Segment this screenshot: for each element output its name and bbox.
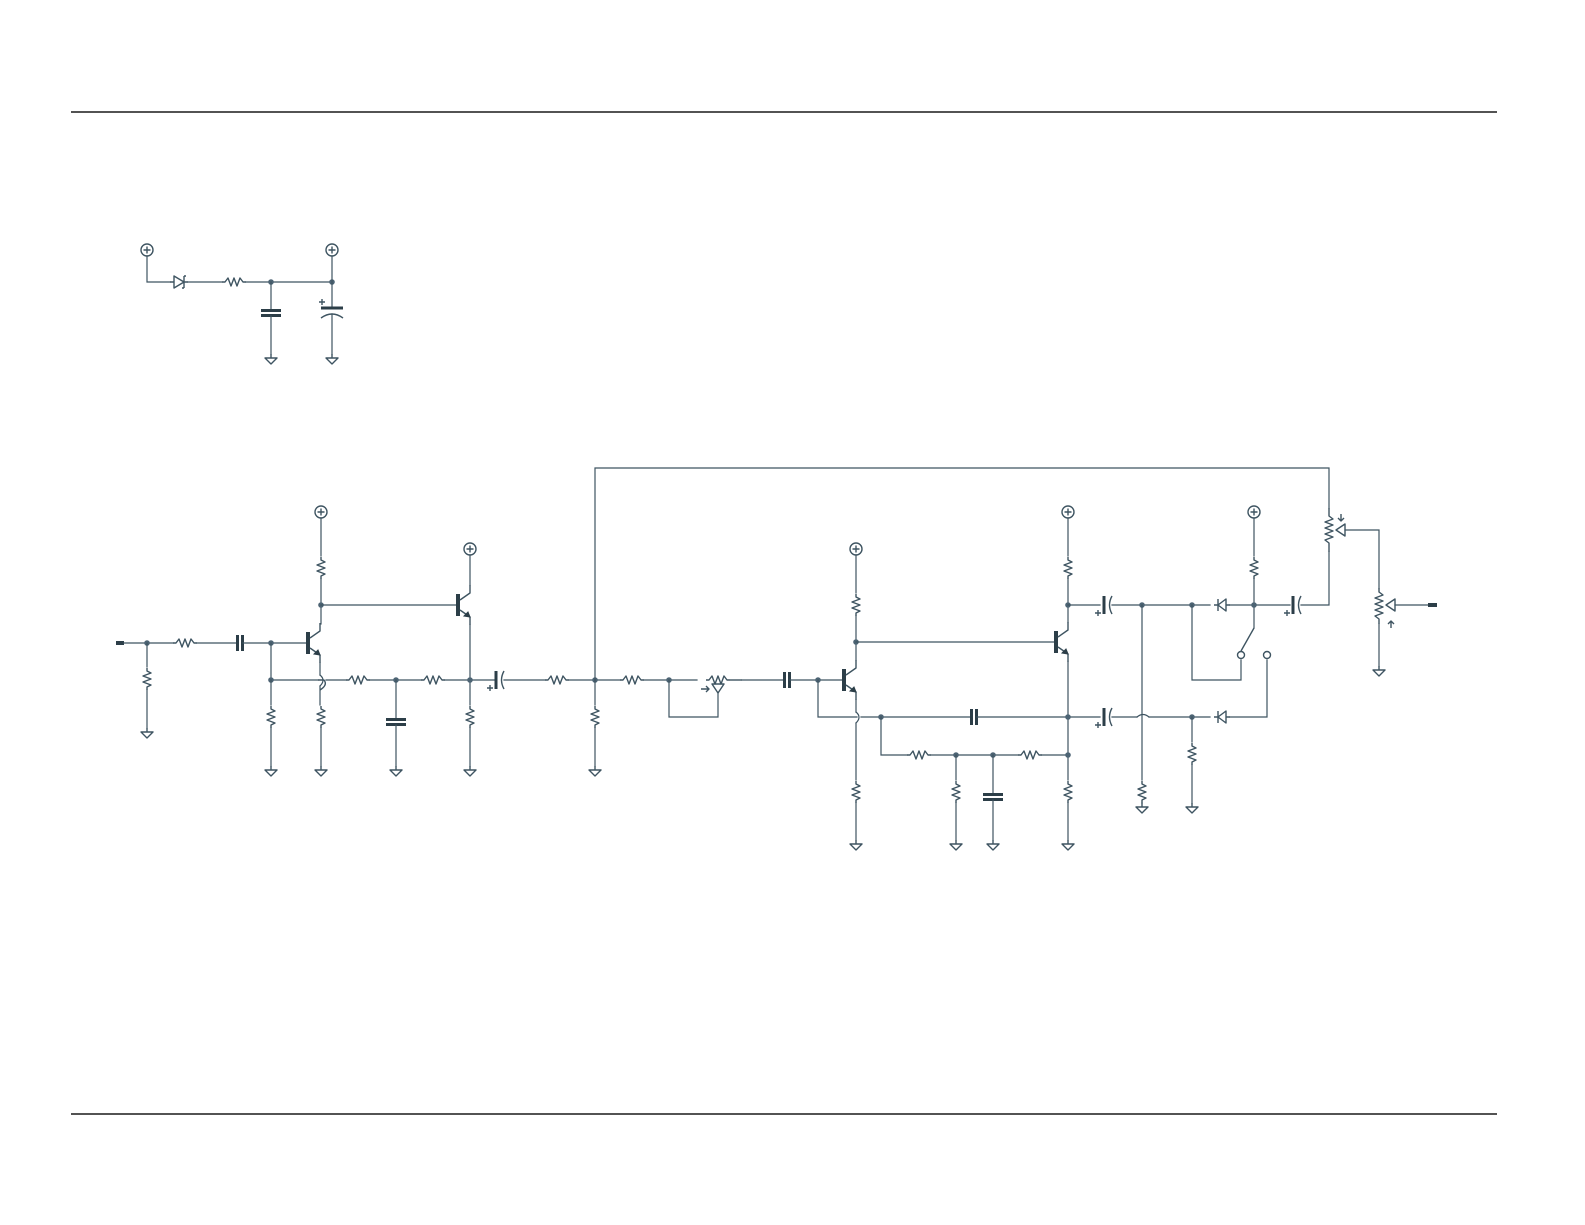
ground-icon (1373, 666, 1385, 676)
ground-icon (589, 766, 601, 776)
resistor-r22 (1250, 557, 1258, 579)
resistor-r18 (1064, 557, 1072, 579)
power-rail-icon (1248, 506, 1260, 518)
polarized-capacitor-c9 (1095, 708, 1112, 728)
resistor-r14 (852, 781, 860, 803)
power-supply-filter (141, 244, 343, 364)
resistor-r3 (173, 639, 197, 647)
potentiometer-p1[interactable] (701, 676, 742, 693)
npn-transistor-q3 (844, 660, 856, 700)
polarized-capacitor-c10 (1284, 596, 1301, 616)
resistor-r20 (1138, 781, 1146, 803)
ground-icon (265, 766, 277, 776)
diode-d2 (1214, 711, 1230, 723)
resistor-r21 (1188, 743, 1196, 765)
ground-icon (850, 840, 862, 850)
resistor-r17 (1018, 751, 1042, 759)
ground-icon (141, 728, 153, 738)
capacitor-c5 (785, 672, 790, 688)
ground-icon (265, 354, 277, 364)
power-rail-icon (464, 543, 476, 555)
resistor-r7 (346, 676, 370, 684)
ground-icon (326, 354, 338, 364)
resistor-r4 (267, 706, 275, 728)
resistor-r10 (545, 676, 569, 684)
resistor-r15 (907, 751, 931, 759)
capacitor-c3 (386, 720, 406, 725)
ground-icon (1186, 803, 1198, 813)
ground-icon (315, 766, 327, 776)
resistor-r13 (852, 594, 860, 616)
power-rail-icon (326, 244, 338, 256)
ground-icon (1062, 840, 1074, 850)
ground-icon (950, 840, 962, 850)
resistor-r1 (222, 278, 246, 286)
polarized-capacitor-c4 (487, 671, 504, 691)
resistor-r12 (620, 676, 644, 684)
diode-d1 (1214, 599, 1230, 611)
resistor-r5 (317, 557, 325, 579)
ground-icon (464, 766, 476, 776)
power-rail-icon (1062, 506, 1074, 518)
polarized-capacitor-c8 (1095, 596, 1112, 616)
resistor-r16 (952, 781, 960, 803)
power-rail-icon (315, 506, 327, 518)
schottky-diode (170, 276, 188, 288)
resistor-r2 (143, 668, 151, 690)
resistor-r6 (317, 706, 325, 728)
potentiometer-p3[interactable] (1375, 588, 1395, 628)
resistor-r9 (466, 706, 474, 728)
npn-transistor-q1 (308, 623, 320, 663)
power-rail-icon (850, 543, 862, 555)
power-rail-icon (141, 244, 153, 256)
ground-icon (390, 766, 402, 776)
resistor-r11 (591, 706, 599, 728)
electrolytic-capacitor (319, 299, 343, 318)
capacitor-c7 (983, 795, 1003, 800)
ground-icon (987, 840, 999, 850)
switch-s1[interactable] (1238, 628, 1271, 659)
capacitor-c6 (972, 709, 977, 725)
ground-icon (1136, 803, 1148, 813)
feedback-wire (595, 468, 1329, 680)
resistor-r8 (421, 676, 445, 684)
capacitor-c2 (238, 635, 243, 651)
potentiometer-p2[interactable] (1325, 508, 1345, 552)
npn-transistor-q4 (1056, 622, 1068, 662)
resistor-r19 (1064, 781, 1072, 803)
capacitor-c1 (261, 311, 281, 316)
npn-transistor-q2 (458, 585, 470, 625)
signal-chain (116, 468, 1437, 850)
